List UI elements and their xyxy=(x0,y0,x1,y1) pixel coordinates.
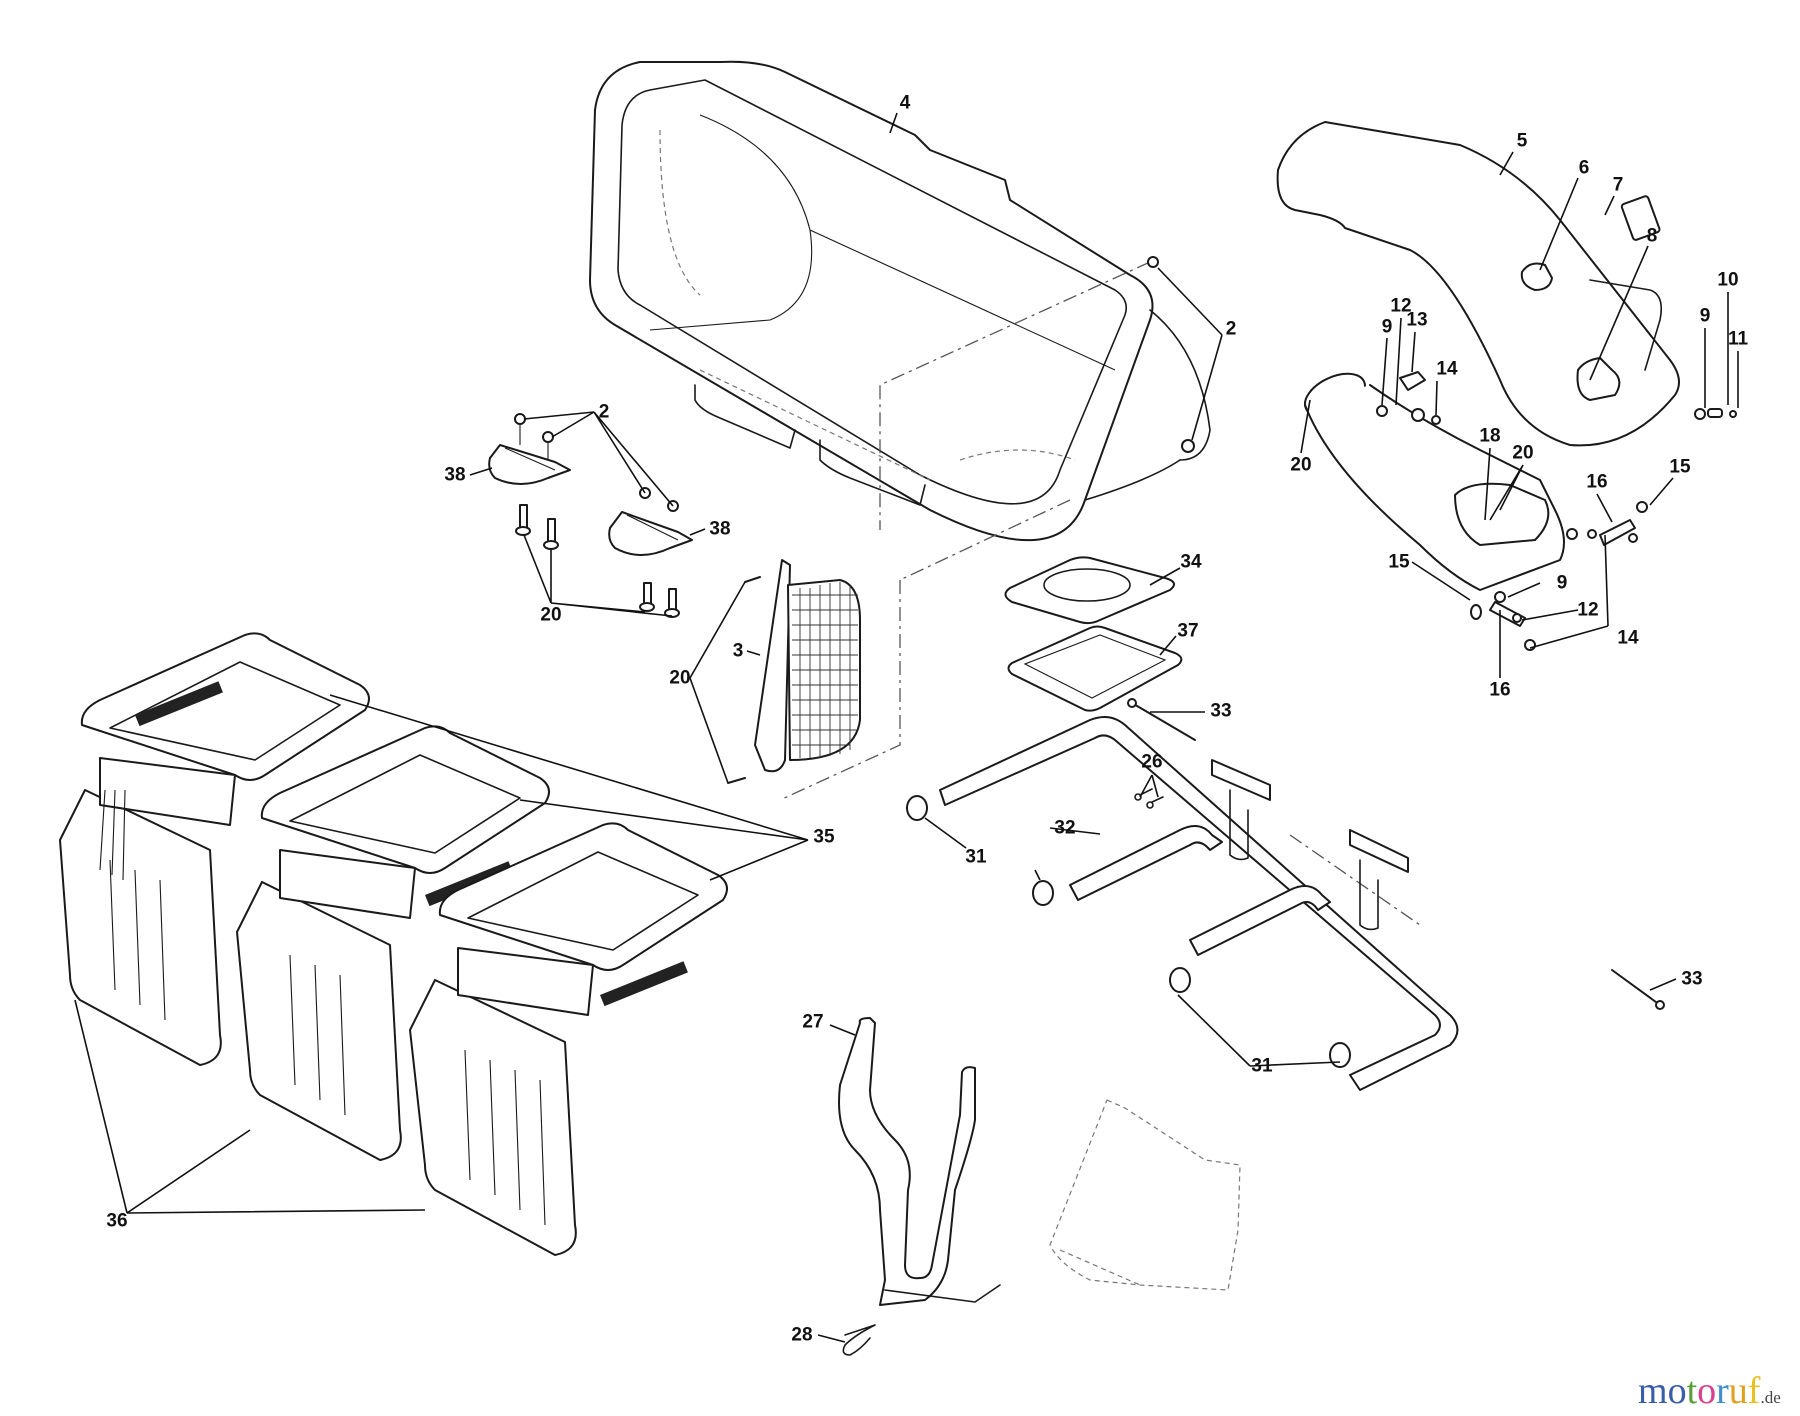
callout-31: 31 xyxy=(1251,1055,1273,1077)
callout-15: 15 xyxy=(1388,551,1410,573)
callout-14: 14 xyxy=(1617,627,1639,649)
callout-13: 13 xyxy=(1406,309,1428,331)
callout-38: 38 xyxy=(444,464,466,486)
callout-20: 20 xyxy=(669,667,691,689)
callout-34: 34 xyxy=(1180,551,1202,573)
callout-9: 9 xyxy=(1556,572,1568,594)
part-bagger-cover xyxy=(589,60,1211,542)
part-end-cap-31 xyxy=(906,795,1351,1068)
callout-12: 12 xyxy=(1390,295,1412,317)
callout-35: 35 xyxy=(813,826,835,848)
callout-9: 9 xyxy=(1381,316,1393,338)
callout-9: 9 xyxy=(1699,305,1711,327)
callout-12: 12 xyxy=(1577,599,1599,621)
watermark-letter: f xyxy=(1747,1370,1761,1412)
assembly-centerlines xyxy=(779,261,1421,926)
leader-lines xyxy=(74,112,1739,1343)
watermark-letter: r xyxy=(1716,1370,1729,1412)
part-gasket-34 xyxy=(1004,556,1175,625)
callout-27: 27 xyxy=(802,1011,824,1033)
watermark-brand: motoruf xyxy=(1638,1372,1760,1410)
callout-4: 4 xyxy=(899,92,911,114)
watermark-tld: .de xyxy=(1760,1388,1781,1407)
callout-33: 33 xyxy=(1210,700,1232,722)
watermark-logo: motoruf.de xyxy=(1638,1372,1781,1410)
callout-20: 20 xyxy=(540,604,562,626)
part-pivot-rod-33 xyxy=(1127,698,1665,1010)
part-hairpin-clip-26 xyxy=(1134,788,1164,809)
part-screen-3 xyxy=(727,559,861,784)
part-hardware-small xyxy=(1376,371,1737,651)
callout-28: 28 xyxy=(791,1324,813,1346)
part-bracket-38-right xyxy=(608,487,693,618)
part-upper-chute-5 xyxy=(1276,121,1680,447)
part-bracket-38-left xyxy=(488,413,571,550)
watermark-letter: o xyxy=(1667,1370,1687,1412)
callout-37: 37 xyxy=(1177,620,1199,642)
callout-11: 11 xyxy=(1727,328,1749,350)
watermark-letter: o xyxy=(1697,1370,1717,1412)
callout-2: 2 xyxy=(1225,318,1237,340)
callout-14: 14 xyxy=(1436,358,1458,380)
bag-right xyxy=(409,822,728,1256)
watermark-letter: u xyxy=(1728,1370,1748,1412)
watermark-letter: t xyxy=(1686,1370,1698,1412)
callout-15: 15 xyxy=(1669,456,1691,478)
callout-8: 8 xyxy=(1646,225,1658,247)
callout-5: 5 xyxy=(1516,130,1528,152)
callout-18: 18 xyxy=(1479,425,1501,447)
callout-3: 3 xyxy=(732,640,744,662)
callout-20: 20 xyxy=(1512,442,1534,464)
part-nut-2 xyxy=(1147,256,1195,453)
part-bag-frame-32 xyxy=(939,715,1459,1091)
callout-31: 31 xyxy=(965,846,987,868)
callout-10: 10 xyxy=(1717,269,1739,291)
bag-left xyxy=(59,632,370,1066)
callout-33: 33 xyxy=(1681,968,1703,990)
callout-32: 32 xyxy=(1054,817,1076,839)
callout-2: 2 xyxy=(598,401,610,423)
watermark-letter: m xyxy=(1638,1370,1668,1412)
part-hitch-pin-clip-28 xyxy=(842,1324,876,1356)
part-mount-bracket-27 xyxy=(838,1017,1001,1306)
part-lower-chute-18 xyxy=(1304,372,1565,591)
callout-26: 26 xyxy=(1141,751,1163,773)
part-deck-plate xyxy=(1049,1099,1241,1291)
part-adapter-frame-37 xyxy=(1007,625,1183,712)
callout-16: 16 xyxy=(1489,679,1511,701)
callout-16: 16 xyxy=(1586,471,1608,493)
callout-6: 6 xyxy=(1578,157,1590,179)
callout-20: 20 xyxy=(1290,454,1312,476)
callout-36: 36 xyxy=(106,1210,128,1232)
part-bag-group xyxy=(59,632,728,1256)
callout-7: 7 xyxy=(1612,174,1624,196)
bag-middle xyxy=(236,725,550,1161)
callout-38: 38 xyxy=(709,518,731,540)
